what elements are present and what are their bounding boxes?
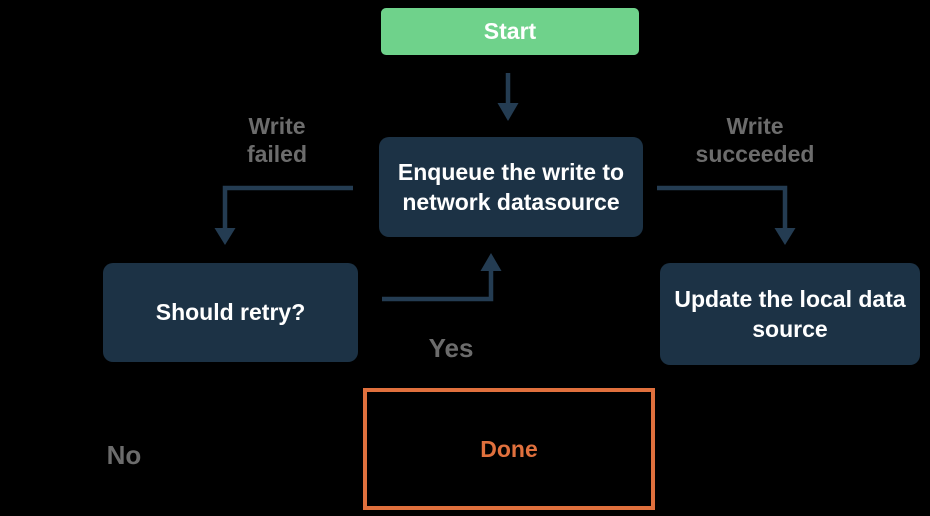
node-done: Done: [363, 388, 655, 510]
arrow-enqueue-to-update-local: [657, 185, 796, 245]
edge-label-no: No: [106, 440, 142, 470]
edge-label-write-failed: Write failed: [246, 113, 308, 167]
arrow-start-to-enqueue: [497, 73, 519, 121]
node-should-retry: Should retry?: [103, 263, 358, 362]
node-enqueue-write: Enqueue the write to network datasource: [379, 137, 643, 237]
arrow-line: [382, 270, 494, 302]
arrow-enqueue-to-should-retry: [214, 185, 353, 245]
arrow-line: [222, 185, 353, 229]
arrow-down-icon: [774, 228, 796, 245]
arrow-line: [657, 185, 788, 229]
arrow-should-retry-to-enqueue: [382, 253, 502, 302]
node-update-local-data-source: Update the local data source: [660, 263, 920, 365]
arrow-up-icon: [480, 253, 502, 271]
node-start: Start: [381, 8, 639, 55]
arrow-down-icon: [214, 228, 236, 245]
arrow-down-icon: [497, 103, 519, 121]
edge-label-yes: Yes: [428, 333, 474, 363]
edge-label-write-succeeded: Write succeeded: [695, 113, 815, 167]
